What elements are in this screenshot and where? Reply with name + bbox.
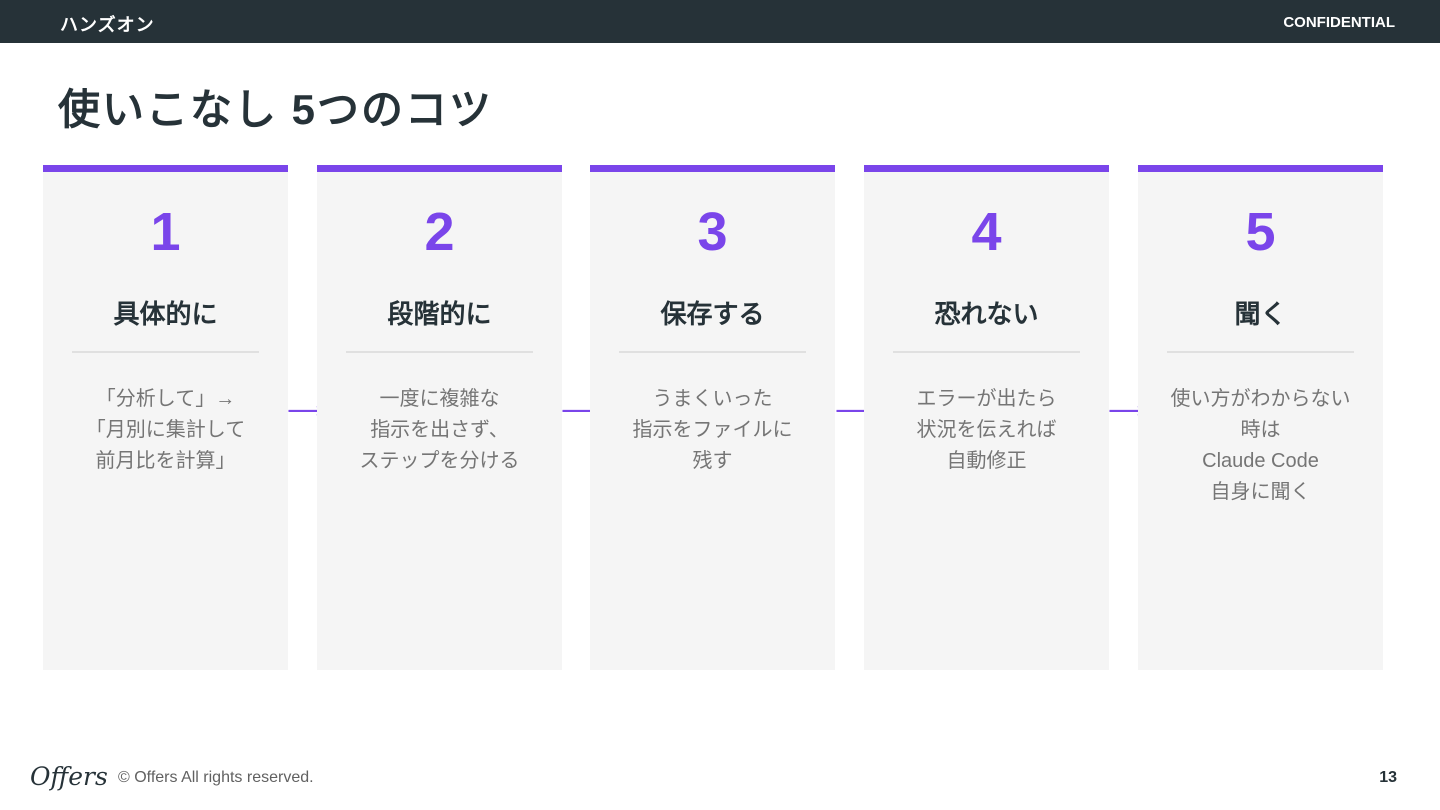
tip-heading: 恐れない [934,299,1039,329]
copyright-text: © Offers All rights reserved. [118,769,314,786]
offers-logo: Offers [30,762,108,791]
tip-line: エラーが出たら [916,388,1057,410]
divider [1167,351,1354,353]
tip-line: 前月比を計算」 [95,450,236,472]
arrow-right-icon: ⟶ [1108,395,1146,425]
tip-line: 一度に複雑な [379,388,500,410]
tip-heading: 具体的に [113,299,218,329]
divider [619,351,806,353]
slide-title: 使いこなし 5つのコツ [58,86,494,133]
tip-line: Claude Code [1202,450,1319,472]
tip-number: 4 [971,202,1002,262]
tip-number: 1 [150,202,181,262]
divider [346,351,533,353]
section-label: ハンズオン [60,15,155,35]
tip-description: 使い方がわからない 時は Claude Code 自身に聞く [1148,384,1373,508]
confidential-label: CONFIDENTIAL [1283,14,1395,31]
tip-line: 残す [692,450,733,472]
tip-description: うまくいった 指示をファイルに 残す [600,384,825,477]
arrow-right-icon: ⟶ [287,395,325,425]
tip-line: 「分析して」→ [95,388,236,410]
tip-heading: 保存する [660,299,765,329]
tip-card-3: 3 保存する うまくいった 指示をファイルに 残す [590,165,835,670]
tip-line: 使い方がわからない [1170,388,1351,410]
tip-card-2: 2 段階的に 一度に複雑な 指示を出さず、 ステップを分ける [317,165,562,670]
tip-number: 3 [697,202,728,262]
tip-card-5: 5 聞く 使い方がわからない 時は Claude Code 自身に聞く [1138,165,1383,670]
tip-number: 2 [424,202,455,262]
tip-heading: 段階的に [387,299,492,329]
tip-line: 「月別に集計して [85,419,246,441]
arrow-right-icon: ⟶ [561,395,599,425]
tip-line: 指示をファイルに [632,419,793,441]
tip-description: エラーが出たら 状況を伝えれば 自動修正 [874,384,1099,477]
tip-number: 5 [1245,202,1276,262]
tip-card-1: 1 具体的に 「分析して」→ 「月別に集計して 前月比を計算」 [43,165,288,670]
tip-line: 状況を伝えれば [916,419,1057,441]
tip-description: 一度に複雑な 指示を出さず、 ステップを分ける [327,384,552,477]
page-number: 13 [1379,769,1397,786]
tip-line: ステップを分ける [359,450,520,472]
tip-line: うまくいった [652,388,773,410]
tip-line: 時は [1240,419,1281,441]
tip-line: 自動修正 [946,450,1027,472]
arrow-right-icon: ⟶ [835,395,873,425]
divider [72,351,259,353]
tip-description: 「分析して」→ 「月別に集計して 前月比を計算」 [53,384,278,477]
divider [893,351,1080,353]
tip-card-4: 4 恐れない エラーが出たら 状況を伝えれば 自動修正 [864,165,1109,670]
tip-heading: 聞く [1234,299,1287,329]
tip-line: 自身に聞く [1210,481,1311,503]
tip-line: 指示を出さず、 [370,419,509,441]
top-bar: ハンズオン CONFIDENTIAL [0,0,1440,43]
